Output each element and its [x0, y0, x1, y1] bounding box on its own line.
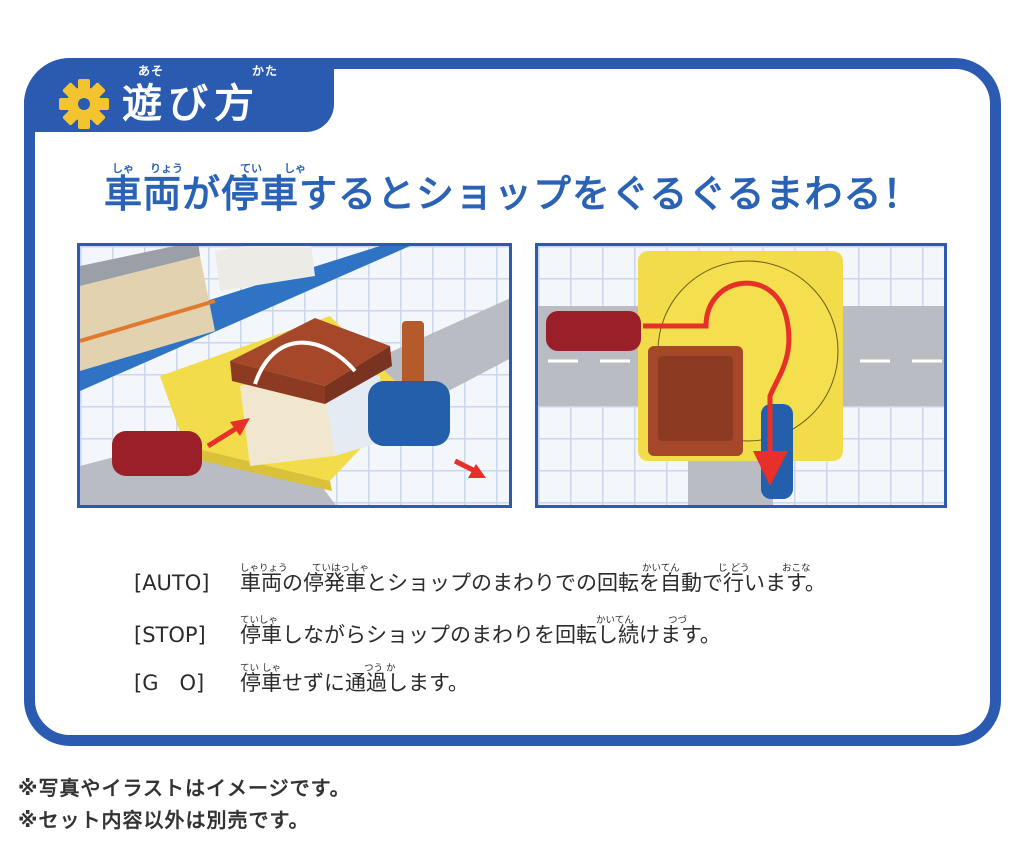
headline-ruby: りょう: [150, 162, 183, 175]
title-ruby-1: あそ: [138, 64, 165, 78]
mode-label-stop: [STOP]: [134, 623, 206, 647]
instruction-text: 停車せずに通過します。: [240, 671, 469, 695]
disclaimer-note: ※写真やイラストはイメージです。: [18, 776, 351, 800]
headline-ruby: しゃ: [284, 162, 306, 175]
product-photo-perspective: [77, 243, 512, 508]
disclaimer-note: ※セット内容以外は別売です。: [18, 808, 310, 832]
mode-label-go: [G O]: [134, 671, 205, 695]
headline: 車両が停車するとショップをぐるぐるまわる！: [104, 172, 922, 216]
instruction-go: [G O] 停車せずに通過します。: [134, 670, 469, 696]
mode-label-auto: [AUTO]: [134, 571, 210, 595]
instruction-auto: [AUTO] 車両の停発車とショップのまわりでの回転を自動で行います。: [134, 570, 826, 596]
ruby: ていはっしゃ: [312, 563, 370, 574]
ruby: かいてん: [642, 563, 680, 574]
title-ruby-2: かた: [252, 64, 279, 78]
headline-ruby: しゃ: [112, 162, 134, 175]
ruby: かいてん: [596, 615, 634, 626]
ruby: ていしゃ: [240, 615, 279, 626]
product-photo-top-view: [535, 243, 947, 508]
ruby: てい しゃ: [240, 663, 282, 674]
ruby: じ どう: [718, 563, 750, 574]
ruby: つう か: [364, 663, 396, 674]
instruction-text: 停車しながらショップのまわりを回転し続けます。: [240, 623, 721, 647]
ruby: つづ: [668, 615, 688, 626]
instruction-text: 車両の停発車とショップのまわりでの回転を自動で行います。: [240, 571, 826, 595]
headline-ruby: てい: [240, 162, 262, 175]
gear-icon: [59, 79, 109, 129]
ruby: おこな: [782, 563, 811, 574]
instruction-stop: [STOP] 停車しながらショップのまわりを回転し続けます。: [134, 622, 721, 648]
ruby: しゃりょう: [240, 563, 288, 574]
page-title: 遊び方: [122, 81, 260, 127]
